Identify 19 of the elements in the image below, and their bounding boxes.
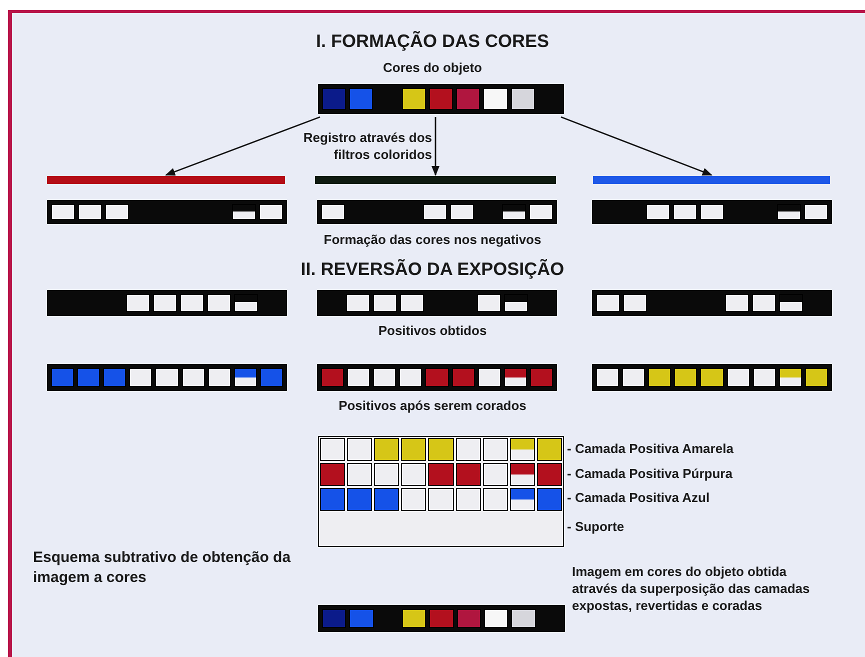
layer-label: - Camada Positiva Púrpura — [567, 466, 734, 483]
section-heading: I. FORMAÇÃO DAS CORES — [314, 30, 550, 53]
arrow — [560, 116, 712, 176]
layer-label: - Camada Positiva Azul — [567, 490, 711, 507]
filter-bar — [315, 176, 556, 184]
caption-text: Registro através dos filtros coloridos — [302, 130, 432, 164]
caption-text: Positivos após serem corados — [338, 398, 528, 415]
strip-heading: Cores do objeto — [382, 60, 483, 75]
filter-bar — [47, 176, 285, 184]
caption-text: Formação das cores nos negativos — [322, 232, 542, 249]
layer-label: - Suporte — [567, 519, 626, 536]
section-heading: II. REVERSÃO DA EXPOSIÇÃO — [300, 258, 566, 281]
filter-bar — [593, 176, 830, 184]
arrow — [432, 117, 440, 176]
caption-text: Esquema subtrativo de obtenção da imagem a cores — [33, 548, 292, 587]
caption-text: Imagem em cores do objeto obtida através da superposição das camadas expostas, revertidas e coradas — [572, 564, 811, 615]
caption-text: Positivos obtidos — [377, 323, 488, 340]
arrow — [165, 116, 320, 176]
layer-label: - Camada Positiva Amarela — [567, 441, 734, 458]
